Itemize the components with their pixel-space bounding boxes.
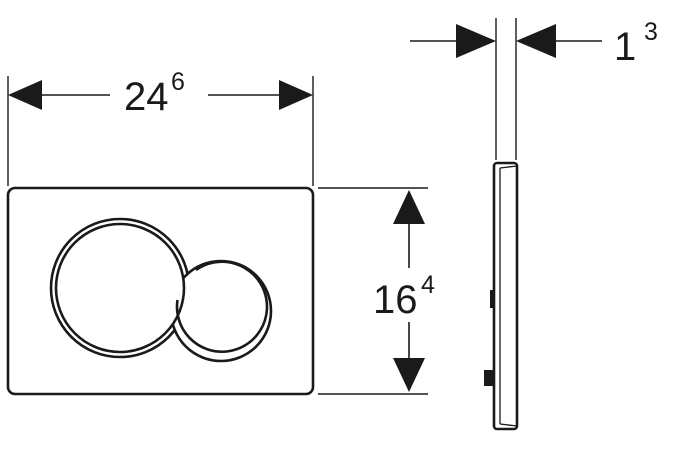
- thickness-arrow-left: [456, 24, 496, 58]
- side-plate-profile: [492, 161, 519, 431]
- side-plate-bottom-detail: [499, 423, 518, 427]
- side-view: [484, 161, 519, 431]
- large-flush-button-mask: [56, 224, 184, 352]
- width-dimension-superscript: 6: [171, 68, 185, 96]
- side-upper-clip: [490, 290, 495, 308]
- side-lower-clip: [484, 370, 495, 386]
- height-dimension-superscript: 4: [421, 271, 435, 299]
- height-dimension-value: 16: [373, 278, 418, 322]
- width-dimension: 24 6: [7, 68, 314, 186]
- width-dimension-value: 24: [124, 75, 169, 119]
- front-view: [6, 186, 315, 396]
- height-arrow-bottom: [393, 358, 425, 392]
- small-flush-button-inner-ring: [175, 260, 269, 354]
- thickness-arrow-right: [516, 24, 556, 58]
- height-dimension: 16 4: [318, 187, 435, 395]
- front-plate-outline: [6, 186, 315, 396]
- large-flush-button-inner-ring: [54, 222, 186, 354]
- width-arrow-right: [279, 80, 313, 110]
- thickness-dimension-superscript: 3: [644, 18, 658, 46]
- thickness-dimension: 1 3: [410, 18, 658, 160]
- thickness-dimension-value: 1: [614, 25, 636, 69]
- width-arrow-left: [8, 80, 42, 110]
- height-arrow-top: [393, 190, 425, 224]
- side-plate-top-detail: [499, 165, 518, 169]
